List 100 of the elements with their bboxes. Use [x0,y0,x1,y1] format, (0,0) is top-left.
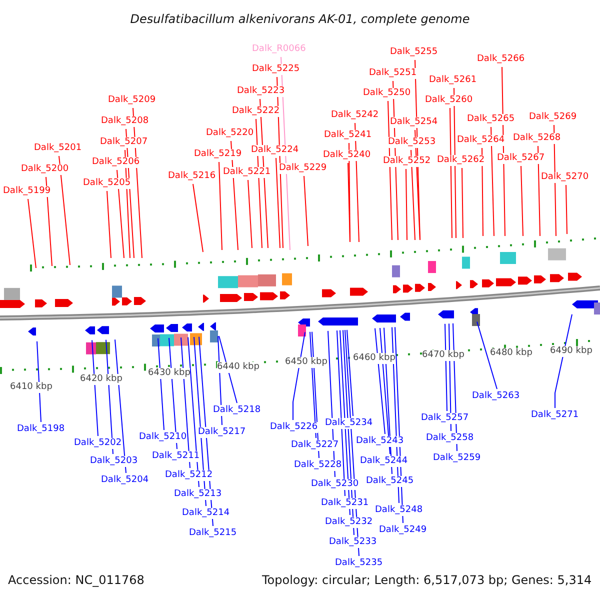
leader-line [36,340,42,422]
gene-label: Dalk_5223 [237,86,285,97]
gene-label: Dalk_5250 [363,88,411,99]
gene-label: Dalk_5231 [321,498,369,509]
gene-label: Dalk_5218 [213,405,261,416]
scale-label: 6460 kbp [353,353,396,364]
gene-label: Dalk_5234 [325,418,373,429]
gene-label: Dalk_5209 [108,95,156,106]
leader-line [374,328,386,434]
leader-line [292,332,306,420]
accession-text: Accession: NC_011768 [8,575,144,586]
gene-label: Dalk_5228 [294,460,342,471]
gene-label: Dalk_5254 [390,117,438,128]
gene-label: Dalk_5214 [182,508,230,519]
gene-label: Dalk_5207 [100,137,148,148]
scale-label: 6450 kbp [285,357,328,368]
leader-line [538,146,540,236]
gene-label: Dalk_5232 [325,517,373,528]
scale-label: 6440 kbp [217,362,260,373]
gene-label: Dalk_5230 [311,479,359,490]
gene-label: Dalk_5249 [379,525,427,536]
leader-line [46,176,52,266]
leader-line [218,336,238,404]
leader-line [462,168,464,238]
gene-label: Dalk_5267 [497,153,545,164]
leader-line [476,321,498,390]
leader-line [348,162,350,242]
leader-line [304,176,308,246]
gene-label: Dalk_5261 [429,75,477,86]
leader-line [444,323,448,412]
gene-label: Dalk_5243 [356,436,404,447]
gene-label: Dalk_5248 [375,505,423,516]
gene-label: Dalk_5268 [513,133,561,144]
gene-label: Dalk_5213 [174,489,222,500]
gene-label: Dalk_5269 [529,112,577,123]
leader-line [192,184,204,252]
leader-line [276,158,280,248]
leader-line [346,329,354,416]
gene-label: Dalk_5205 [83,178,131,189]
scale-label: 6420 kbp [80,374,122,385]
gene-label: Dalk_R0066 [252,44,306,55]
gene-label: Dalk_5255 [390,47,438,58]
gene-label: Dalk_5242 [331,110,379,121]
scale-label: 6490 kbp [550,346,592,357]
gene-label: Dalk_5263 [472,391,520,402]
gene-label: Dalk_5240 [323,150,371,161]
gene-label: Dalk_5233 [329,537,377,548]
gene-label: Dalk_5270 [541,172,589,183]
leader-line [92,340,98,436]
gene-label: Dalk_5199 [3,186,51,197]
gene-label: Dalk_5203 [90,456,138,467]
gene-label: Dalk_5229 [279,163,327,174]
gene-label: Dalk_5235 [335,558,383,569]
leader-line [410,150,416,240]
gene-label: Dalk_5225 [252,64,300,75]
gene-label: Dalk_5208 [101,116,149,127]
gene-label: Dalk_5202 [74,438,122,449]
leader-line [566,184,568,234]
scale-label: 6480 kbp [490,348,532,359]
leader-line [248,180,252,248]
gene-label: Dalk_5241 [324,130,372,141]
leader-line [336,330,346,496]
gene-label: Dalk_5217 [198,427,246,438]
leader-line [218,162,222,250]
gene-label: Dalk_5245 [366,476,414,487]
gene-label: Dalk_5260 [425,95,473,106]
leader-line [406,168,408,240]
gene-label: Dalk_5221 [223,167,271,178]
gene-label: Dalk_5219 [194,149,242,160]
gene-label: Dalk_5201 [34,143,82,154]
gene-label: Dalk_5253 [388,137,436,148]
leader-line [450,108,452,238]
gene-label: Dalk_5200 [21,164,69,175]
gene-label: Dalk_5227 [291,440,339,451]
leader-line [482,148,484,236]
leader-line [520,166,524,236]
leader-line [116,170,124,258]
gene-label: Dalk_5258 [426,433,474,444]
gene-label: Dalk_5251 [369,68,417,79]
gene-label: Dalk_5244 [360,456,408,467]
gene-label: Dalk_5211 [152,451,200,462]
scale-label: 6470 kbp [422,350,464,361]
gene-label: Dalk_5206 [92,157,140,168]
gene-label: Dalk_5215 [189,528,237,539]
scale-label: 6410 kbp [10,382,52,393]
gene-label: Dalk_5257 [421,413,469,424]
gene-label: Dalk_5220 [206,128,254,139]
genome-info-text: Topology: circular; Length: 6,517,073 bp; Genes: 5,314 [262,575,592,586]
leader-line [58,156,70,266]
gene-label: Dalk_5271 [531,410,579,421]
gene-label: Dalk_5252 [383,156,431,167]
leader-line [554,314,572,408]
gene-label: Dalk_5226 [270,422,318,433]
gene-label: Dalk_5224 [251,145,299,156]
gene-label: Dalk_5204 [101,475,149,486]
gene-label: Dalk_5259 [433,453,481,464]
gene-label: Dalk_5212 [165,470,213,481]
gene-label: Dalk_5210 [139,432,187,443]
leader-line [188,336,200,488]
leader-line [28,198,36,268]
